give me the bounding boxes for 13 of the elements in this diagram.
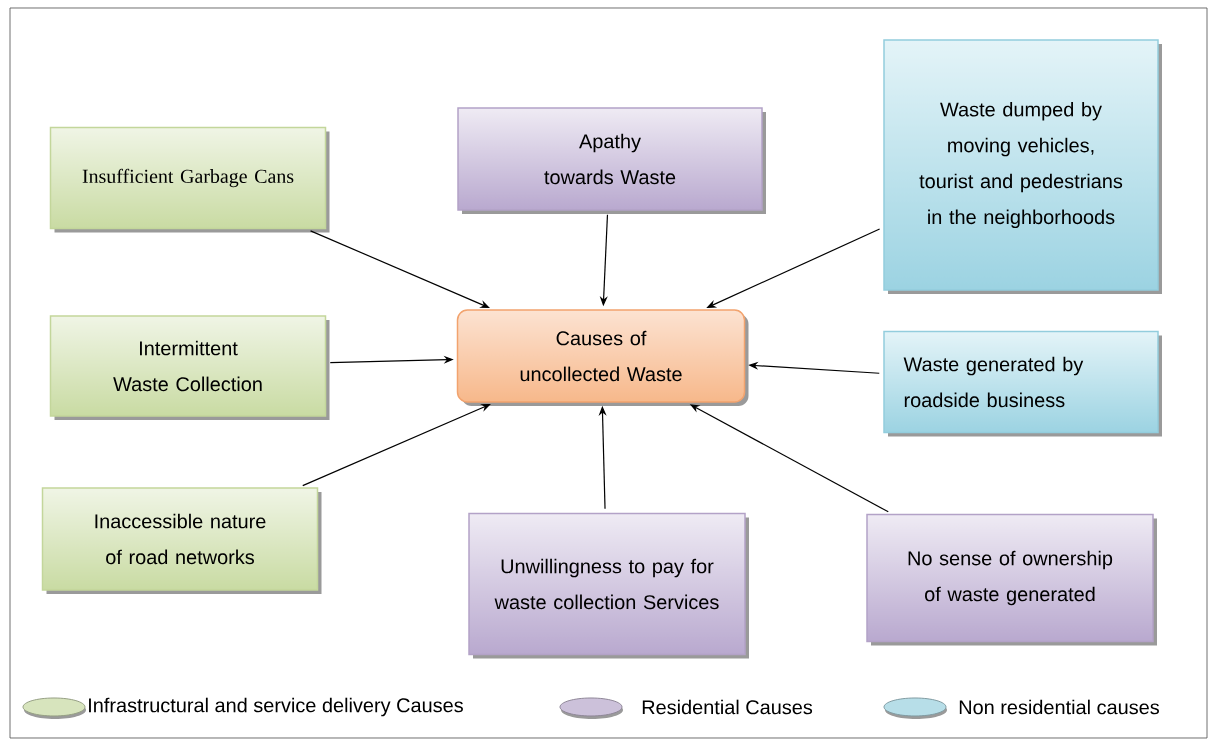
cause-box: Insufficient Garbage Cans — [49, 126, 330, 233]
cause-box: Inaccessible nature of road networks — [41, 487, 322, 594]
central-box: Causes of uncollected Waste — [456, 309, 749, 406]
arrow — [309, 230, 490, 309]
legend-label: Non residential causes — [959, 699, 1159, 715]
legend-label: Residential Causes — [642, 699, 813, 715]
cause-box: Waste dumped by moving vehicles, tourist and pedestrians in the neighborhoods — [883, 39, 1162, 294]
cause-box: No sense of ownership of waste generated — [866, 513, 1157, 646]
cause-box: Apathy towards Waste — [457, 107, 766, 214]
cause-box: Unwillingness to pay for waste collection Services — [468, 512, 749, 659]
legend-label: Infrastructural and service delivery Causes — [89, 697, 463, 717]
cause-box: Waste generated by roadside business — [883, 330, 1162, 437]
cause-box: Intermittent Waste Collection — [49, 315, 330, 420]
